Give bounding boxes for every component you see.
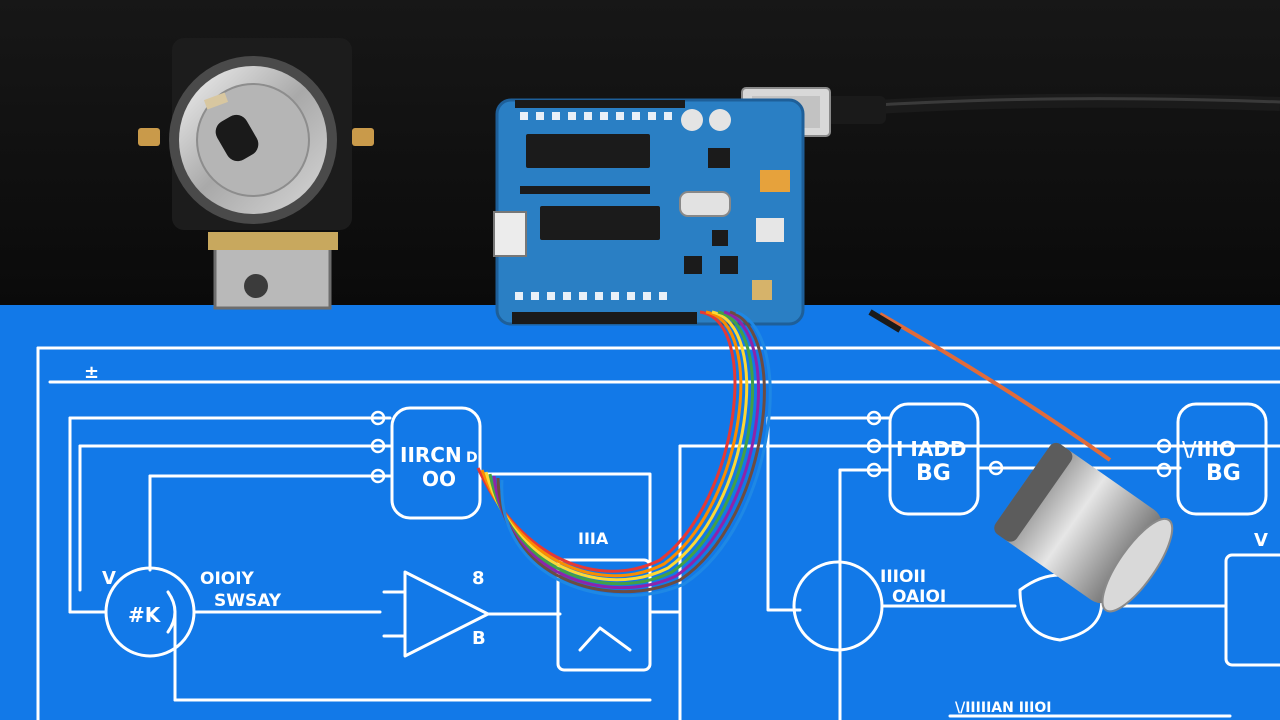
motor-left-label-2: SWSAY [214,591,282,611]
left-ic-label-1: IIRCN [400,443,462,467]
motor-right-label-2: OAIOI [892,587,946,607]
left-ic-pin: D [466,450,478,466]
microcontroller-board [493,98,805,326]
motor-left-v: V [102,568,116,589]
usb-cable [741,87,1280,137]
right-ic-label-2: BG [1206,461,1241,486]
motor-left-symbol: #K [128,603,162,627]
left-ic-label-2: OO [422,467,456,491]
opamp-top-label: 8 [472,568,485,589]
right-v-label: V [1254,530,1268,551]
mid-ic-label-2: BG [916,461,951,486]
ribbon-wires [476,310,772,598]
bottom-caption: \/IIIIIAN IIIOI [955,700,1051,716]
rotary-potentiometer [138,38,374,310]
right-ic-label-1: \/IIIO [1182,437,1236,461]
mid-ic-label-1: I IADD [896,437,967,461]
motor-right-label-1: IIIOII [880,567,926,587]
motor-left-label-1: OIOIY [200,569,255,589]
schematic-labels: ± IIRCN OO D I IADD BG \/IIIO BG #K OIOI… [84,362,1268,716]
top-left-mark: ± [84,362,99,383]
block-label: IIIA [578,529,609,548]
opamp-bottom-label: B [472,628,486,649]
cylinder-motor [868,309,1174,613]
